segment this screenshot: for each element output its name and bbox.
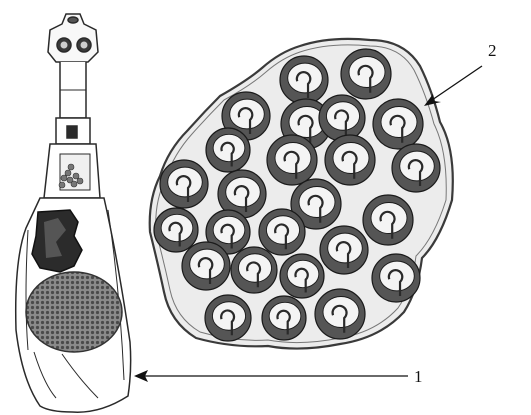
egg-15 (154, 208, 198, 252)
callout-2-group: 2 (424, 41, 497, 106)
egg-23 (205, 295, 251, 341)
egg-18 (320, 226, 368, 274)
tapeworm-drawing (16, 14, 131, 412)
egg-11 (160, 160, 208, 208)
egg-14 (363, 195, 413, 245)
egg-1 (280, 56, 328, 104)
egg-5 (319, 95, 365, 141)
egg-20 (231, 247, 277, 293)
egg-10 (392, 144, 440, 192)
egg-7 (206, 128, 250, 172)
egg-19 (182, 242, 230, 290)
egg-9 (325, 135, 375, 185)
callout-2-arrow-line (432, 66, 482, 100)
egg-17 (259, 209, 305, 255)
egg-2 (341, 49, 391, 99)
callout-2-label: 2 (488, 41, 497, 60)
egg-21 (280, 254, 324, 298)
egg-24 (262, 296, 306, 340)
egg-filled-uterus (26, 272, 122, 352)
callout-1-group: 1 (134, 367, 423, 386)
egg-25 (315, 289, 365, 339)
egg-8 (267, 135, 317, 185)
egg-capsule (150, 39, 453, 349)
callout-1-label: 1 (414, 367, 423, 386)
egg-22 (372, 254, 420, 302)
egg-6 (373, 99, 423, 149)
